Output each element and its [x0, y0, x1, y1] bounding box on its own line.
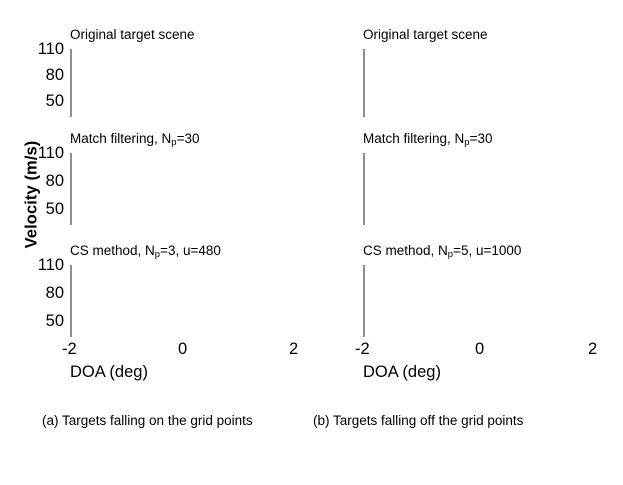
panel-title-text: CS method, N	[363, 243, 448, 258]
y-tick: 110	[37, 256, 64, 274]
y-tick-group-a1: 110 80 50	[18, 41, 64, 117]
panel-title-subscript: p	[447, 249, 454, 260]
panel-title-text: Match filtering, N	[363, 131, 465, 146]
panel-title-text: Match filtering, N	[70, 131, 172, 146]
y-tick: 50	[45, 312, 64, 330]
y-tick: 80	[45, 284, 64, 302]
caption-b: (b) Targets falling off the grid points	[313, 413, 524, 428]
panel-title-subscript: p	[171, 137, 177, 148]
x-tick: -2	[62, 340, 77, 358]
heatmap-a-match	[70, 153, 72, 225]
y-tick: 80	[45, 66, 64, 84]
y-tick: 80	[45, 172, 64, 190]
y-tick: 110	[37, 40, 64, 58]
x-tick: 2	[289, 340, 299, 358]
panel-title-text: CS method, N	[70, 243, 155, 258]
panel-title-tail: =30	[176, 131, 200, 146]
heatmap-a-cs	[70, 265, 72, 337]
x-tick: 0	[475, 340, 485, 358]
y-tick: 110	[37, 144, 64, 162]
panel-title-tail: =3, u=480	[160, 243, 221, 258]
heatmap-b-match	[363, 153, 365, 225]
heatmap-b-cs	[363, 265, 365, 337]
y-tick-group-a3: 110 80 50	[18, 257, 64, 337]
x-tick: 0	[178, 340, 188, 358]
x-tick: -2	[355, 340, 370, 358]
caption-a: (a) Targets falling on the grid points	[42, 413, 253, 428]
heatmap-a-original	[70, 49, 72, 117]
heatmap-b-original	[363, 49, 365, 117]
panel-title-tail: =5, u=1000	[453, 243, 522, 258]
panel-title-subscript: p	[154, 249, 161, 260]
y-tick: 50	[45, 92, 64, 110]
panel-title-tail: =30	[469, 131, 493, 146]
panel-title-subscript: p	[464, 137, 470, 148]
y-tick: 50	[45, 200, 64, 218]
x-tick: 2	[588, 340, 598, 358]
y-tick-group-a2: 110 80 50	[18, 145, 64, 225]
